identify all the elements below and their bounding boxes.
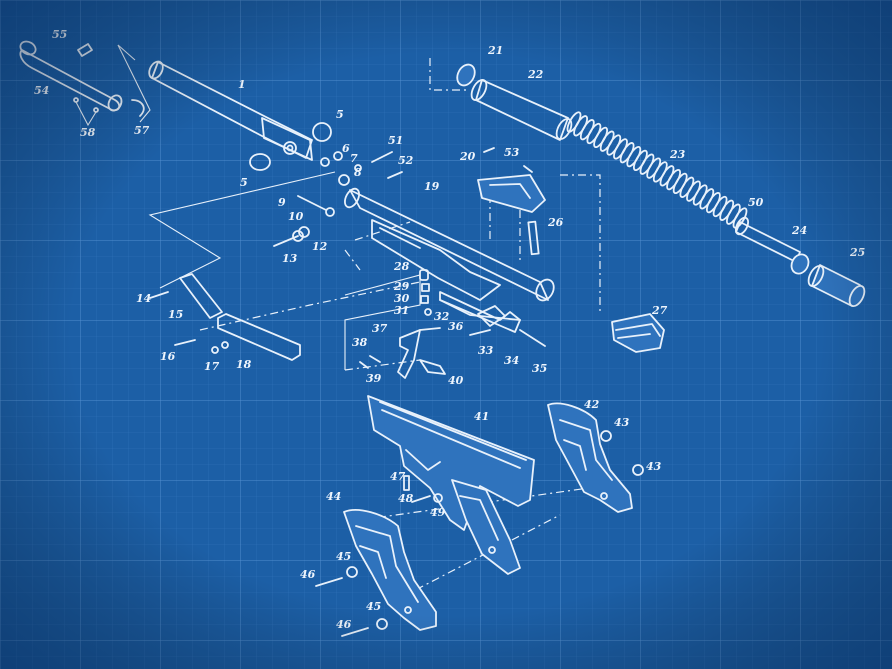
part-label-57: 57 [134,124,150,137]
part-label-26: 26 [547,216,564,229]
part-label-15: 15 [168,308,183,321]
part-label-8: 8 [354,166,362,179]
part-label-46b: 46 [336,618,352,631]
part-label-24: 24 [791,224,807,237]
part-label-53: 53 [504,146,520,159]
part-label-50: 50 [748,196,764,209]
part-label-13: 13 [282,252,298,265]
part-label-17: 17 [204,360,220,373]
part-label-38: 38 [352,336,368,349]
part-label-47: 47 [390,470,406,483]
part-label-7: 7 [350,152,358,165]
part-label-44: 44 [326,490,341,503]
part-label-1: 1 [238,78,246,91]
part-label-33: 33 [478,344,494,357]
part-label-43b: 43 [646,460,662,473]
part-label-12: 12 [312,240,328,253]
part-label-20: 20 [459,150,476,163]
part-label-23: 23 [669,148,686,161]
part-label-14: 14 [136,292,151,305]
part-label-28: 28 [393,260,410,273]
part-label-48: 48 [398,492,414,505]
part-label-46a: 46 [300,568,316,581]
part-label-55: 55 [52,28,67,41]
part-label-6: 6 [342,142,350,155]
part-label-36: 36 [448,320,464,333]
part-label-40: 40 [448,374,464,387]
part-label-42: 42 [584,398,600,411]
part-label-41: 41 [474,410,489,423]
part-label-21: 21 [487,44,503,57]
part-label-31: 31 [394,304,409,317]
part-label-39: 39 [366,372,382,385]
part-label-16: 16 [160,350,176,363]
part-label-49: 49 [430,506,446,519]
part-label-51: 51 [388,134,403,147]
part-label-5b: 5 [240,176,248,189]
part-label-34: 34 [504,354,519,367]
part-label-37: 37 [372,322,388,335]
part-label-35: 35 [532,362,547,375]
part-label-52: 52 [398,154,414,167]
part-label-58: 58 [80,126,96,139]
part-label-5a: 5 [336,108,344,121]
part-label-54: 54 [34,84,49,97]
part-label-25: 25 [849,246,865,259]
part-label-45b: 45 [366,600,381,613]
part-label-18: 18 [236,358,252,371]
part-label-43a: 43 [614,416,630,429]
part-label-27: 27 [651,304,668,317]
part-label-22: 22 [527,68,544,81]
part-label-19: 19 [424,180,440,193]
part-label-10: 10 [288,210,304,223]
part-label-45a: 45 [336,550,351,563]
part-label-9: 9 [278,196,286,209]
